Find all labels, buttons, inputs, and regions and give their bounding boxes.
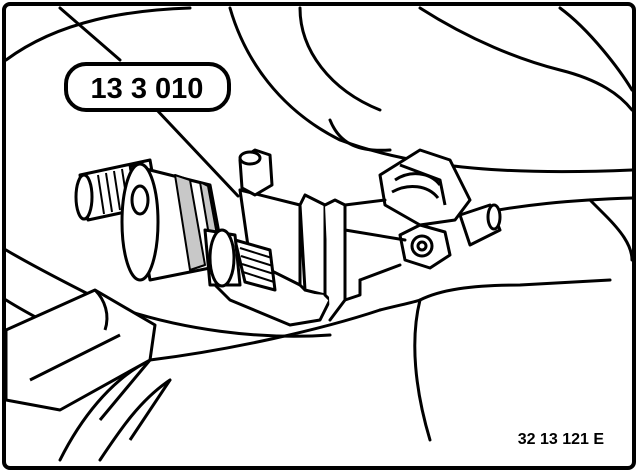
strut-tube [4,288,172,441]
label-leader-line [153,106,240,198]
hex-nut [398,223,452,270]
connecting-link [343,198,407,282]
brake-bracket [208,188,362,327]
part-number-label: 13 3 010 [91,73,204,105]
part-number-box [64,62,231,112]
guide-pin [238,148,274,197]
bleed-screw [458,203,502,247]
threaded-bolt [233,238,277,292]
special-tool-body [74,158,242,288]
part-number-callout: 13 3 010 [64,62,231,112]
caliper-housing [378,148,472,227]
figure-reference-label: 32 13 121 E [518,431,605,448]
